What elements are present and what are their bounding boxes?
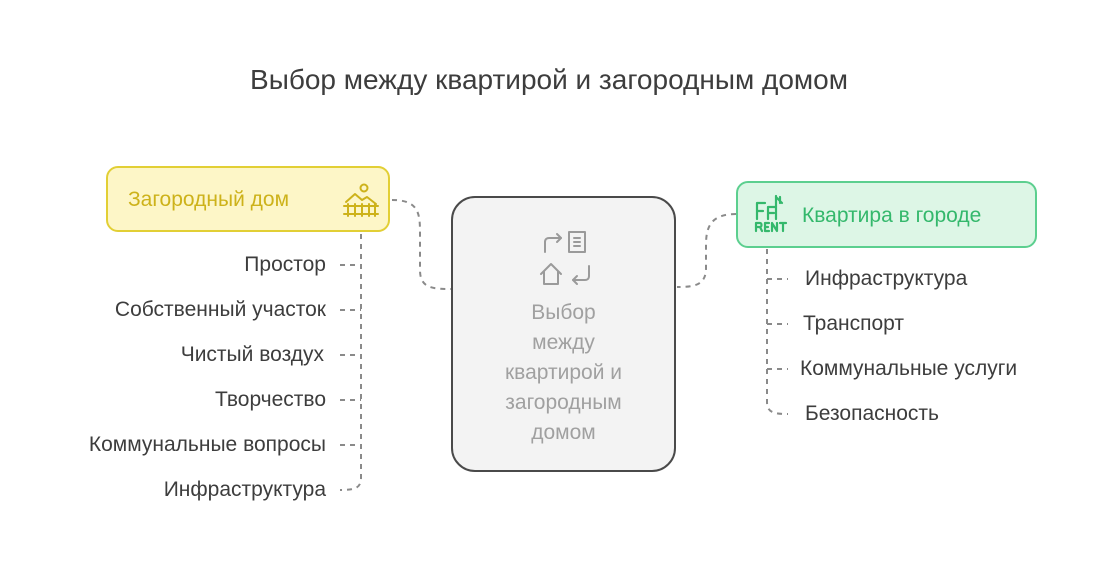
left-item-5: Коммунальные вопросы bbox=[88, 433, 326, 456]
right-item-1: Инфраструктура bbox=[805, 267, 968, 290]
connector-right-center bbox=[676, 213, 737, 288]
left-item-1: Простор bbox=[244, 253, 326, 276]
country-house-fence-icon bbox=[343, 183, 379, 217]
diagram-title: Выбор между квартирой и загородным домом bbox=[250, 64, 848, 95]
country-house-label: Загородный дом bbox=[128, 188, 290, 211]
left-item-2: Собственный участок bbox=[114, 298, 326, 321]
connector-left-center bbox=[391, 199, 452, 290]
country-house-node: Загородный дом bbox=[106, 166, 390, 232]
connector-right-spine bbox=[766, 249, 789, 415]
swap-house-building-icon bbox=[540, 231, 590, 285]
left-item-4: Творчество bbox=[214, 388, 326, 411]
right-item-2: Транспорт bbox=[803, 312, 904, 335]
left-item-3: Чистый воздух bbox=[180, 343, 324, 366]
connector-left-spine bbox=[339, 234, 362, 491]
decision-center-node: Выбор между квартирой и загородным домом bbox=[451, 196, 676, 472]
right-item-4: Безопасность bbox=[805, 402, 939, 425]
rent-building-icon bbox=[754, 194, 788, 233]
city-apartment-node: Квартира в городе bbox=[736, 181, 1037, 248]
decision-center-label: Выбор между квартирой и загородным домом bbox=[504, 301, 622, 444]
right-item-3: Коммунальные услуги bbox=[800, 357, 1018, 380]
left-item-6: Инфраструктура bbox=[163, 478, 326, 501]
city-apartment-label: Квартира в городе bbox=[802, 204, 982, 227]
